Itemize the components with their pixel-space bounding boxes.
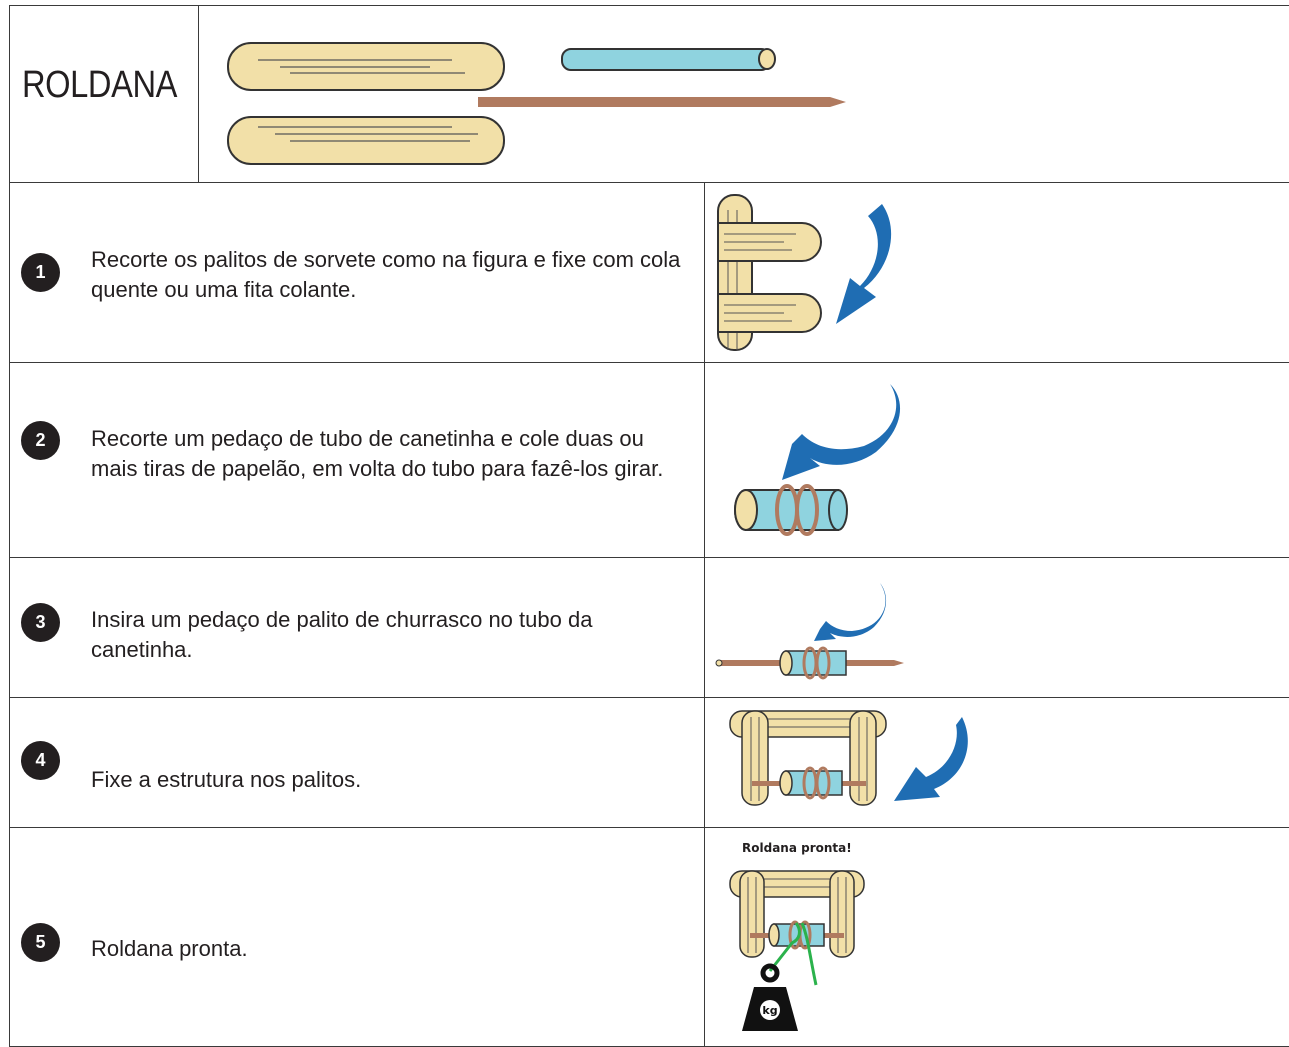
page-title: ROLDANA xyxy=(22,64,177,106)
weight-icon: kg xyxy=(742,963,798,1031)
pulley-structure-icon xyxy=(729,710,887,806)
step-instruction: Recorte os palitos de sorvete como na fi… xyxy=(91,247,681,302)
weight-label: kg xyxy=(762,1004,777,1017)
step-number-badge: 5 xyxy=(21,923,60,962)
step-5-illustration: kg xyxy=(729,870,865,1031)
skewer-icon xyxy=(478,97,846,107)
step-2-illustration xyxy=(734,384,901,536)
step-4-text-cell xyxy=(9,697,705,828)
cut-sticks-frame-icon xyxy=(717,194,822,351)
step-number-badge: 1 xyxy=(21,253,60,292)
curved-arrow-icon xyxy=(894,717,968,801)
pen-tube-icon xyxy=(561,48,776,71)
step-3-illustration xyxy=(715,583,904,680)
step-number-badge: 3 xyxy=(21,603,60,642)
curved-arrow-icon xyxy=(814,583,887,641)
curved-arrow-icon xyxy=(782,384,901,480)
step-instruction: Insira um pedaço de palito de churrasco … xyxy=(91,607,593,662)
materials-illustration xyxy=(227,42,846,165)
pulley-structure-icon xyxy=(729,870,865,958)
axle-assembly-icon xyxy=(715,646,904,680)
step-1-illustration xyxy=(717,194,892,351)
popsicle-stick-icon xyxy=(227,116,505,165)
step-instruction: Roldana pronta. xyxy=(91,936,248,961)
tube-with-rings-icon xyxy=(734,484,848,536)
illustration-caption: Roldana pronta! xyxy=(742,841,852,855)
curved-arrow-icon xyxy=(836,204,892,324)
popsicle-stick-icon xyxy=(227,42,505,91)
step-number-badge: 2 xyxy=(21,421,60,460)
step-number-badge: 4 xyxy=(21,741,60,780)
step-instruction: Recorte um pedaço de tubo de canetinha e… xyxy=(91,426,664,481)
string-icon xyxy=(768,922,818,986)
step-4-illustration xyxy=(729,710,968,806)
step-instruction: Fixe a estrutura nos palitos. xyxy=(91,767,362,792)
